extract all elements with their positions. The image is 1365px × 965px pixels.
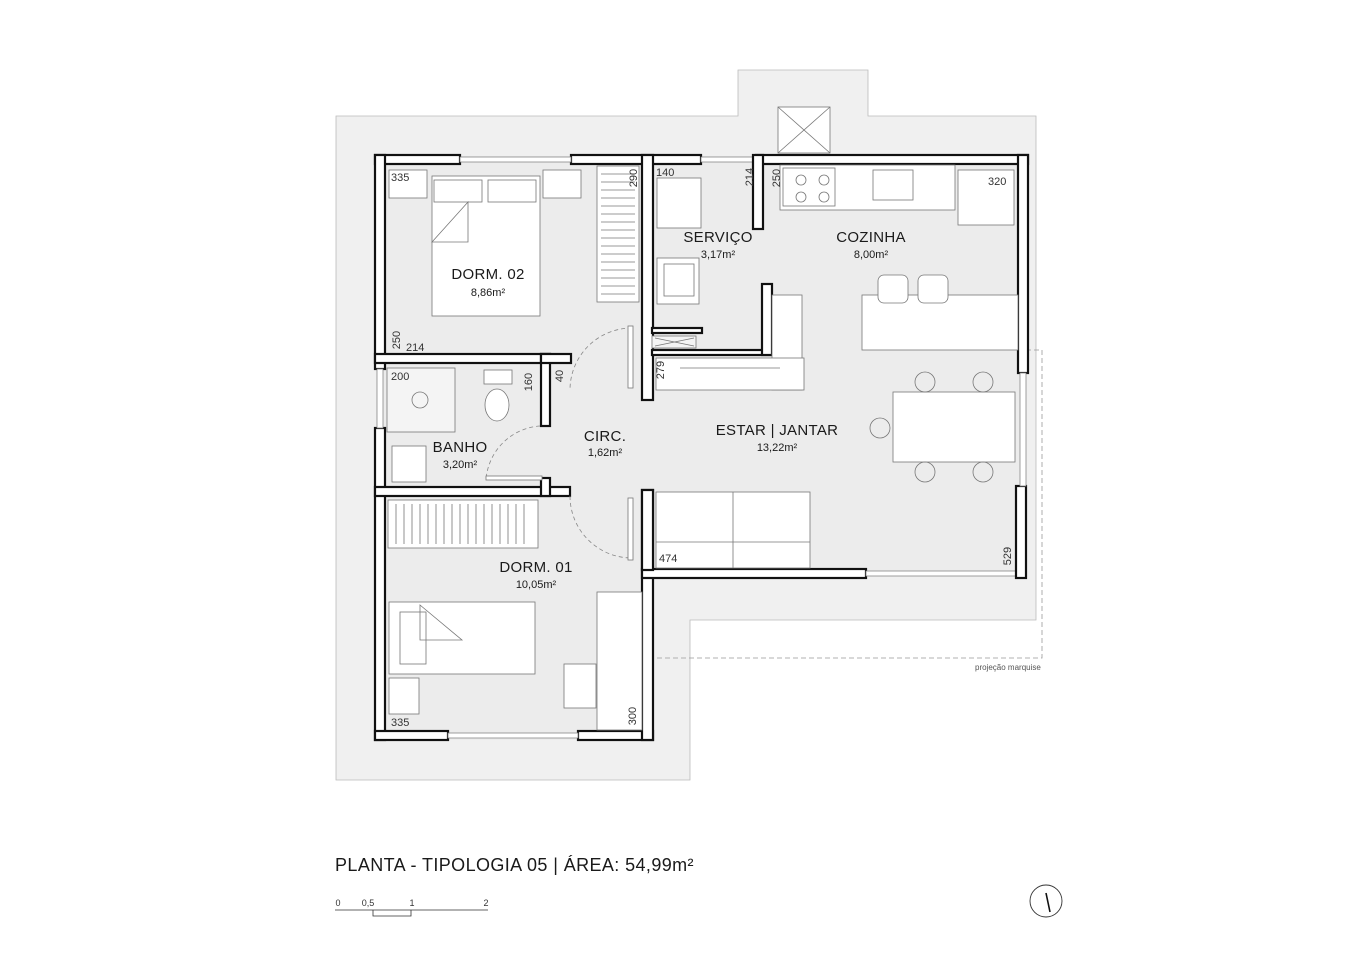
dim-160: 160 (523, 373, 535, 391)
room-area-dorm02: 8,86m² (471, 287, 506, 299)
dim-335-top: 335 (391, 172, 409, 184)
room-name-circ: CIRC. (584, 428, 626, 445)
north-icon (1029, 884, 1063, 918)
dim-474: 474 (659, 553, 677, 565)
shaft-box (777, 106, 831, 154)
dim-40: 40 (554, 370, 566, 382)
scale-label-0: 0 (335, 898, 340, 908)
room-name-servico: SERVIÇO (683, 229, 752, 246)
room-area-circ: 1,62m² (588, 447, 623, 459)
dim-320: 320 (988, 176, 1006, 188)
room-name-dorm02: DORM. 02 (451, 266, 524, 283)
dim-214-servico: 214 (744, 168, 756, 186)
scale-bar: 0 0,5 1 2 (335, 898, 489, 917)
dim-279: 279 (655, 361, 667, 379)
dim-300: 300 (627, 707, 639, 725)
dim-335-bottom: 335 (391, 717, 409, 729)
bath-furniture (386, 367, 513, 483)
scale-label-05: 0,5 (362, 898, 375, 908)
dim-214-dorm02: 214 (406, 342, 424, 354)
dorm02-furniture (388, 165, 640, 317)
room-area-dorm01: 10,05m² (516, 579, 557, 591)
dim-250-dorm02: 250 (391, 331, 403, 349)
dim-529: 529 (1002, 547, 1014, 565)
room-name-dorm01: DORM. 01 (499, 559, 572, 576)
dim-250-cozinha: 250 (771, 169, 783, 187)
plan-title: PLANTA - TIPOLOGIA 05 | ÁREA: 54,99m² (335, 855, 694, 875)
scale-label-2: 2 (483, 898, 488, 908)
room-labels: DORM. 02 8,86m² SERVIÇO 3,17m² COZINHA 8… (433, 229, 906, 591)
room-area-estar: 13,22m² (757, 442, 798, 454)
dim-200: 200 (391, 371, 409, 383)
servico-furniture (651, 177, 702, 349)
room-name-estar: ESTAR | JANTAR (716, 422, 839, 439)
room-name-banho: BANHO (433, 439, 488, 456)
dimension-labels: 335 290 140 214 250 320 250 214 200 160 … (391, 167, 1014, 729)
dorm01-furniture (387, 499, 643, 731)
dim-290: 290 (628, 169, 640, 187)
marquise-projection (652, 349, 1043, 659)
kitchen-furniture (655, 164, 1019, 391)
room-area-servico: 3,17m² (701, 249, 736, 261)
marquise-label: projeção marquise (975, 663, 1041, 672)
room-area-cozinha: 8,00m² (854, 249, 889, 261)
door-swings (485, 325, 634, 561)
dim-140: 140 (656, 167, 674, 179)
living-furniture (655, 371, 1016, 569)
room-area-banho: 3,20m² (443, 459, 478, 471)
room-name-cozinha: COZINHA (836, 229, 906, 246)
scale-label-1: 1 (409, 898, 414, 908)
interior-walls (373, 153, 774, 572)
exterior-walls (373, 153, 1030, 742)
